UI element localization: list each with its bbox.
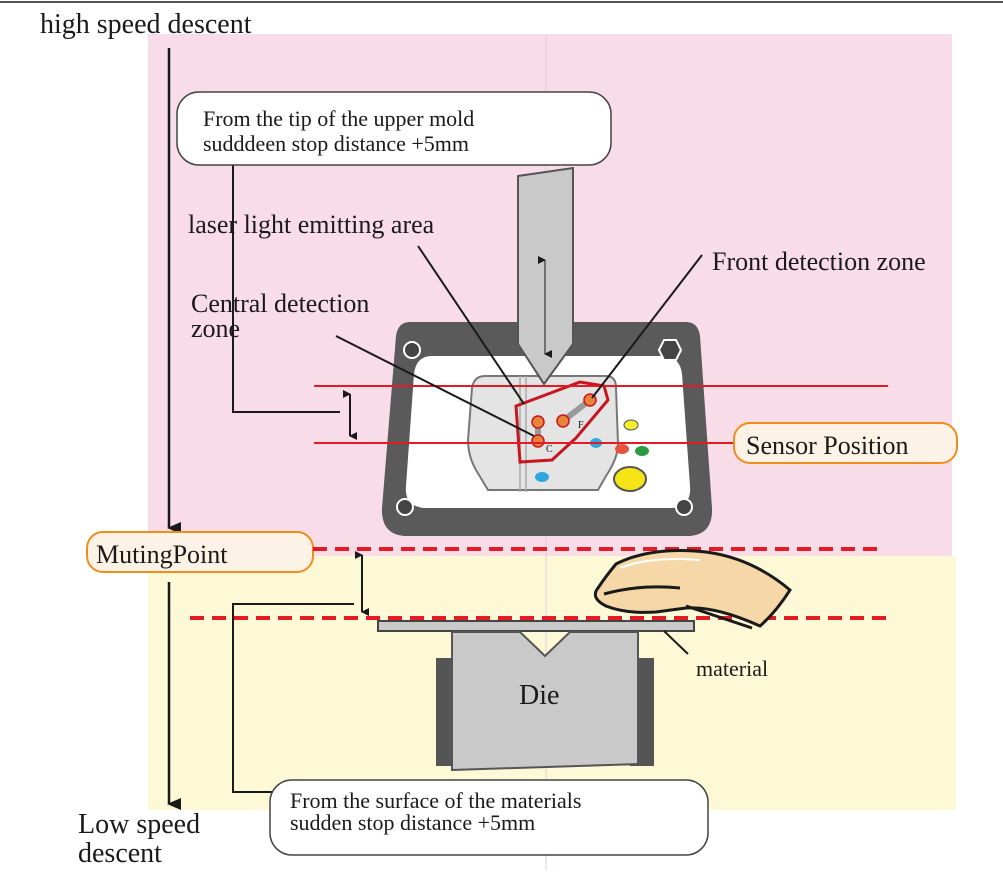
upper-mold-callout xyxy=(176,91,612,166)
central-zone-label-line1: Central detection xyxy=(191,289,369,318)
zone-c-label: C xyxy=(546,444,553,455)
green-indicator xyxy=(635,446,649,456)
laser-area-label: laser light emitting area xyxy=(188,210,435,239)
upper-callout-leader xyxy=(232,164,340,413)
red-indicator xyxy=(615,444,629,454)
material-callout xyxy=(269,779,709,856)
high-speed-label: high speed descent xyxy=(40,9,252,40)
material-leader xyxy=(663,630,689,655)
front-zone-leader xyxy=(591,254,703,399)
yellow-indicator-small xyxy=(623,419,639,431)
central-zone-leader xyxy=(335,335,535,437)
material-plate xyxy=(377,620,695,632)
zone-f-label: F xyxy=(578,420,584,431)
front-zone-label: Front detection zone xyxy=(712,247,926,276)
muting-point-label-box xyxy=(86,531,314,573)
muting-point-label: MutingPoint xyxy=(96,540,228,569)
hex-bolt-icon xyxy=(657,339,683,361)
material-label: material xyxy=(696,656,768,681)
material-callout-line1: From the surface of the materials xyxy=(290,788,581,813)
sensor-position-label-box xyxy=(733,422,958,464)
yellow-button xyxy=(613,466,647,492)
upper-mold-callout-line1: From the tip of the upper mold xyxy=(203,106,474,131)
operator-hand xyxy=(593,549,792,630)
central-zone-label-line2: zone xyxy=(191,314,240,343)
upper-mold-callout-line2: sudddeen stop distance +5mm xyxy=(203,131,469,156)
low-speed-label-line2: descent xyxy=(78,838,162,869)
material-callout-line2: sudden stop distance +5mm xyxy=(290,810,535,835)
laser-area-leader xyxy=(417,245,525,405)
low-speed-label-line1: Low speed xyxy=(78,809,200,840)
lower-callout-leader xyxy=(232,603,354,793)
blue-indicator-lower xyxy=(535,472,549,482)
laser-emitting-area-outline xyxy=(514,380,610,464)
sensor-position-label: Sensor Position xyxy=(746,431,909,460)
die: Die xyxy=(436,631,654,772)
central-zone-led xyxy=(531,415,545,429)
die-label: Die xyxy=(519,680,559,711)
sensor-unit: C F xyxy=(381,322,713,536)
